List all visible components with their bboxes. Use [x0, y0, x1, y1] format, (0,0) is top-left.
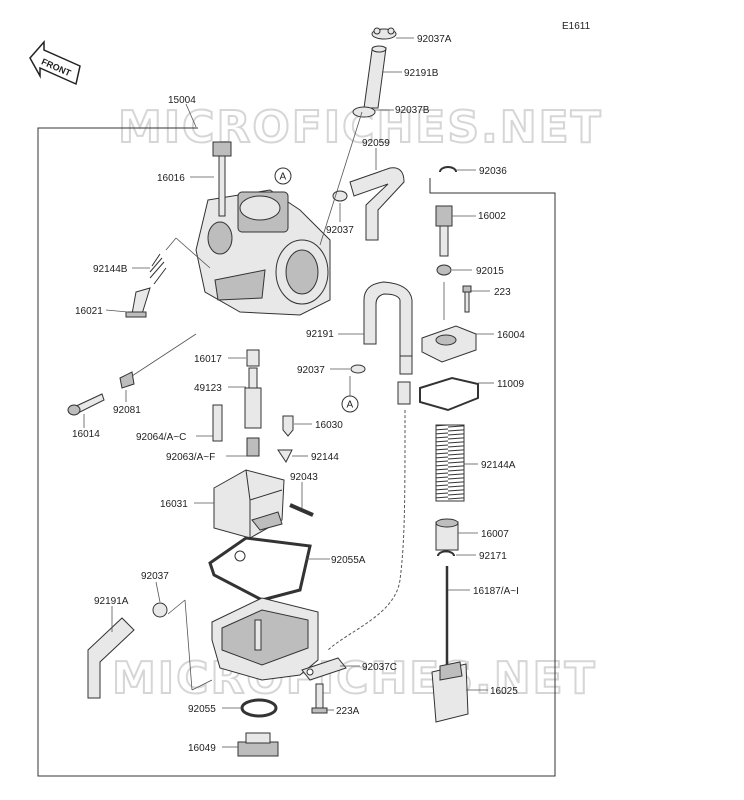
label-49123: 49123 — [194, 383, 222, 394]
label-16014: 16014 — [72, 429, 100, 440]
front-arrow-icon: FRONT — [29, 40, 81, 86]
watermark-bottom: MICROFICHES.NET — [112, 653, 597, 704]
label-11009: 11009 — [497, 379, 525, 390]
label-92144A: 92144A — [481, 460, 516, 471]
label-16004: 16004 — [497, 330, 525, 341]
part-92144 — [277, 449, 293, 463]
callout-a-mid: A — [341, 395, 359, 413]
part-92191 — [363, 281, 413, 375]
carburetor-body — [195, 189, 331, 316]
part-92059 — [349, 167, 405, 241]
part-16017 — [246, 349, 260, 367]
part-92043 — [289, 503, 314, 517]
label-92037A: 92037A — [417, 34, 452, 45]
label-92191A: 92191A — [94, 596, 129, 607]
label-16187: 16187/A~I — [473, 586, 519, 597]
label-16016: 16016 — [157, 173, 185, 184]
label-16030: 16030 — [315, 420, 343, 431]
part-92063 — [246, 437, 260, 457]
hose-route — [327, 409, 406, 651]
part-92015 — [436, 264, 452, 276]
label-16021: 16021 — [75, 306, 103, 317]
part-16002 — [435, 205, 453, 257]
label-16031: 16031 — [160, 499, 188, 510]
label-92037B: 92037B — [395, 105, 430, 116]
label-92037-mid: 92037 — [297, 365, 325, 376]
label-16049: 16049 — [188, 743, 216, 754]
part-92037-mid — [350, 364, 366, 374]
part-92144A — [435, 424, 465, 502]
hose-end — [397, 381, 411, 405]
label-223: 223 — [494, 287, 511, 298]
part-labels: 92037A 92191B 92037B 15004 92059 16016 9… — [72, 34, 525, 754]
part-11009 — [419, 376, 479, 412]
part-92037B — [352, 106, 376, 118]
label-92043: 92043 — [290, 472, 318, 483]
part-92191B — [363, 45, 387, 109]
part-16031 — [213, 469, 285, 539]
part-16030 — [282, 415, 294, 437]
part-92037C — [301, 657, 347, 681]
label-16002: 16002 — [478, 211, 506, 222]
part-92191A — [87, 617, 135, 699]
assembly-frame — [37, 127, 556, 777]
svg-text:A: A — [280, 172, 287, 183]
svg-text:A: A — [347, 400, 354, 411]
part-92037-low — [152, 602, 168, 618]
part-92081 — [119, 371, 135, 389]
part-16025 — [431, 661, 469, 723]
label-92081: 92081 — [113, 405, 141, 416]
label-16017: 16017 — [194, 354, 222, 365]
label-92064: 92064/A~C — [136, 432, 186, 443]
part-16004 — [421, 325, 477, 363]
label-223A: 223A — [336, 706, 360, 717]
part-16014 — [67, 393, 105, 416]
label-92191B: 92191B — [404, 68, 439, 79]
label-92191: 92191 — [306, 329, 334, 340]
label-92037-low: 92037 — [141, 571, 169, 582]
label-16025: 16025 — [490, 686, 518, 697]
label-92059: 92059 — [362, 138, 390, 149]
part-16021 — [125, 287, 151, 318]
part-16007 — [435, 518, 459, 551]
part-92055A — [208, 536, 312, 602]
label-92055A: 92055A — [331, 555, 366, 566]
label-92055: 92055 — [188, 704, 216, 715]
leader-lines — [83, 37, 494, 748]
part-92037A — [371, 27, 397, 40]
part-223A — [311, 683, 328, 714]
diagram-code: E1611 — [562, 21, 591, 32]
label-92063: 92063/A~F — [166, 452, 215, 463]
float-bowl — [211, 597, 319, 681]
label-92171: 92171 — [479, 551, 507, 562]
part-92144B — [149, 253, 167, 285]
part-16049 — [237, 732, 279, 757]
part-16016 — [212, 141, 232, 217]
label-92037C: 92037C — [362, 662, 397, 673]
part-92064 — [212, 404, 223, 442]
callout-a-top: A — [274, 167, 292, 185]
label-92037-top: 92037 — [326, 225, 354, 236]
label-92144B: 92144B — [93, 264, 128, 275]
label-15004: 15004 — [168, 95, 196, 106]
label-92015: 92015 — [476, 266, 504, 277]
part-223 — [462, 285, 472, 313]
label-92036: 92036 — [479, 166, 507, 177]
label-92144: 92144 — [311, 452, 339, 463]
part-49123 — [244, 367, 262, 429]
part-92036 — [439, 166, 457, 173]
label-16007: 16007 — [481, 529, 509, 540]
part-92171 — [437, 550, 455, 557]
